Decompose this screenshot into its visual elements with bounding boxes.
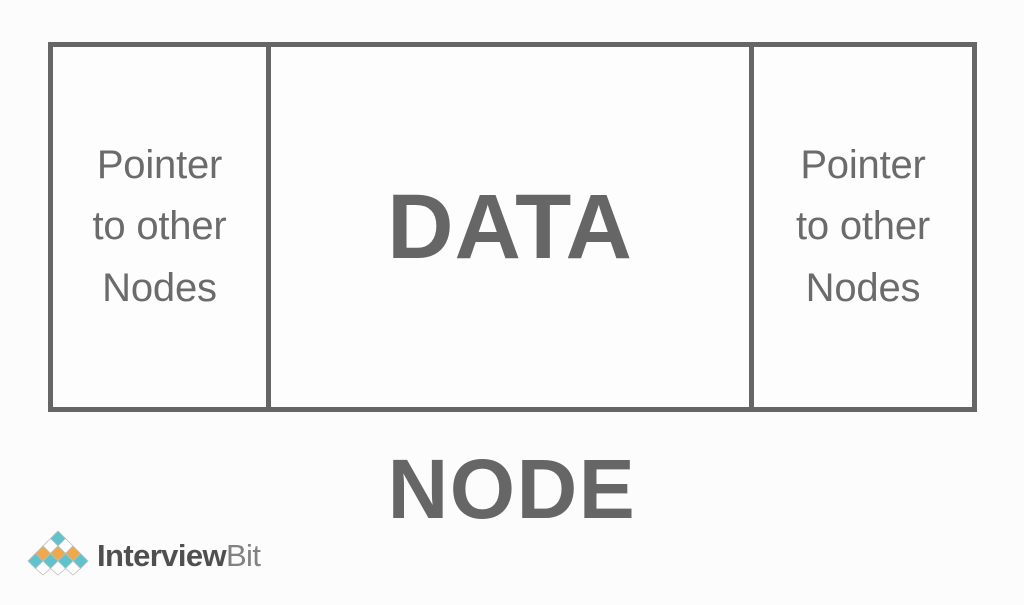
data-label: DATA: [387, 176, 633, 278]
logo-word-bit: Bit: [225, 537, 261, 573]
interviewbit-diamond-mark: [27, 530, 89, 576]
pointer-right-label: Pointer to other Nodes: [795, 143, 931, 310]
logo-word-interview: Interview: [97, 537, 227, 573]
interviewbit-wordmark: InterviewBit: [97, 537, 261, 573]
pointer-left-label: Pointer to other Nodes: [92, 143, 227, 310]
node-cell-pointer-left: Pointer to other Nodes: [53, 47, 271, 407]
node-structure-box: Pointer to other Nodes DATA Pointer to o…: [48, 42, 977, 412]
node-caption: NODE: [387, 442, 637, 536]
interviewbit-logo: InterviewBit: [27, 530, 261, 576]
node-cell-data: DATA: [271, 47, 754, 407]
node-cell-pointer-right: Pointer to other Nodes: [754, 47, 972, 407]
